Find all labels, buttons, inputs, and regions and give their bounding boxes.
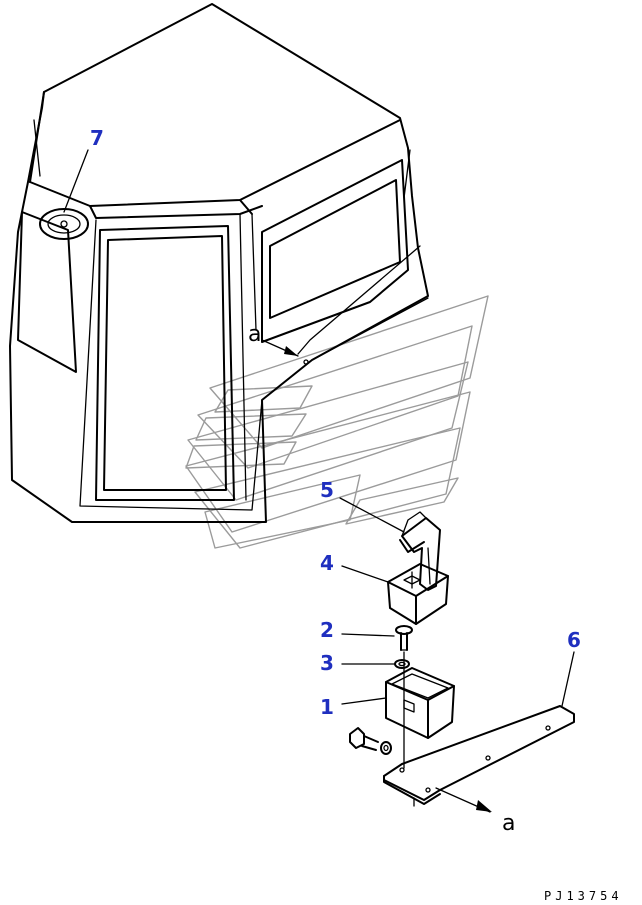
view-arrow-top bbox=[261, 339, 309, 365]
view-marker-top: a bbox=[248, 322, 261, 347]
view-marker-bottom: a bbox=[502, 811, 515, 836]
mounting-bolt bbox=[349, 727, 392, 755]
callout-1: 1 bbox=[320, 695, 334, 719]
callout-5: 5 bbox=[320, 478, 334, 502]
callout-2: 2 bbox=[320, 618, 334, 642]
item-7-oval-part bbox=[39, 208, 89, 240]
callout-4: 4 bbox=[320, 551, 334, 575]
callout-3: 3 bbox=[320, 651, 334, 675]
item-6-mounting-plate bbox=[383, 705, 575, 807]
view-arrow-bottom bbox=[435, 787, 492, 813]
callout-6: 6 bbox=[567, 628, 581, 652]
callout-7: 7 bbox=[90, 126, 104, 150]
leader-lines bbox=[63, 149, 575, 707]
item-3-washer bbox=[394, 659, 410, 669]
item-2-screw bbox=[395, 625, 413, 651]
operator-cab bbox=[9, 3, 429, 523]
item-1-holder-box bbox=[385, 667, 455, 739]
item-5-bracket bbox=[399, 511, 441, 591]
item-4-first-aid-box bbox=[387, 563, 449, 625]
drawing-code: PJ13754 bbox=[544, 889, 623, 903]
